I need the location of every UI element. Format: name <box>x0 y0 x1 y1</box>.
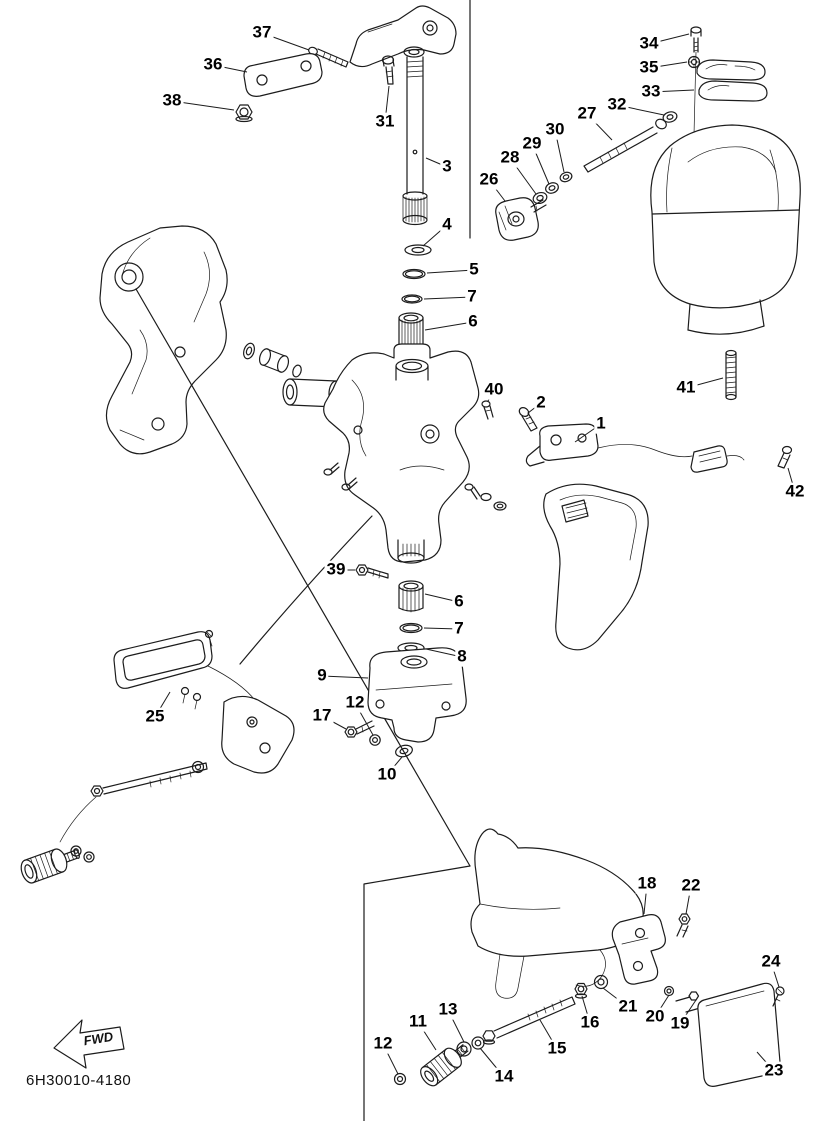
nut-16 <box>574 982 588 999</box>
lock-washer-35 <box>687 55 701 69</box>
washer-12-mid <box>369 734 381 746</box>
washer-14 <box>471 1036 485 1050</box>
front-mount-left <box>20 695 295 884</box>
stern-arm <box>543 483 649 651</box>
callout-25: 25 <box>143 706 167 727</box>
callout-35: 35 <box>637 57 661 78</box>
washer-28 <box>532 191 548 205</box>
washer-32 <box>662 111 678 123</box>
callout-41: 41 <box>674 377 698 398</box>
bolt-42 <box>777 445 793 469</box>
bolt-34 <box>690 26 702 53</box>
mount-bracket-18 <box>611 914 666 985</box>
swivel-bracket <box>282 343 507 564</box>
callout-42: 42 <box>783 481 807 502</box>
callout-7: 7 <box>465 286 479 307</box>
fwd-label: FWD <box>83 1029 115 1049</box>
oring-7-lower <box>399 622 423 634</box>
callout-13: 13 <box>436 999 460 1020</box>
bushing-6-lower <box>398 580 424 613</box>
spacer-stack <box>243 342 302 378</box>
callout-2: 2 <box>534 392 548 413</box>
joint-26 <box>495 197 547 241</box>
bolt-22 <box>676 913 691 938</box>
washer-21 <box>593 974 609 990</box>
callout-39: 39 <box>324 559 348 580</box>
washer-29 <box>545 182 559 194</box>
callout-8: 8 <box>455 646 469 667</box>
callout-15: 15 <box>545 1038 569 1059</box>
mount-housing-9 <box>367 647 467 743</box>
section-lines <box>135 288 471 1121</box>
sender-bracket-1 <box>525 423 599 467</box>
callout-29: 29 <box>520 133 544 154</box>
callout-26: 26 <box>477 169 501 190</box>
callout-37: 37 <box>250 22 274 43</box>
callout-32: 32 <box>605 94 629 115</box>
oring-7-upper <box>401 294 423 304</box>
callout-38: 38 <box>160 90 184 111</box>
callout-3: 3 <box>440 156 454 177</box>
nut-38 <box>235 104 253 123</box>
bolt-31 <box>381 55 395 85</box>
callout-22: 22 <box>679 875 703 896</box>
washer-10 <box>395 744 413 758</box>
callout-1: 1 <box>594 413 608 434</box>
gearcase <box>470 828 644 999</box>
bolt-40 <box>481 400 494 420</box>
callout-30: 30 <box>543 119 567 140</box>
callout-12: 12 <box>371 1033 395 1054</box>
callout-6: 6 <box>466 311 480 332</box>
plate-36 <box>243 53 323 97</box>
callout-6: 6 <box>452 591 466 612</box>
callout-21: 21 <box>616 996 640 1017</box>
washer-20 <box>663 985 675 997</box>
washer-12-bottom <box>393 1072 407 1086</box>
pin-41 <box>725 349 737 401</box>
callout-24: 24 <box>759 951 783 972</box>
washer-30 <box>559 171 573 183</box>
callout-18: 18 <box>635 873 659 894</box>
bolt-27 <box>583 118 667 173</box>
damper-11 <box>420 1044 469 1087</box>
callout-27: 27 <box>575 103 599 124</box>
callout-17: 17 <box>310 705 334 726</box>
callout-33: 33 <box>639 81 663 102</box>
fwd-arrow: FWD <box>53 1019 125 1069</box>
bolt-24 <box>772 986 785 1007</box>
sender-wire <box>597 444 745 473</box>
steering-shaft <box>402 56 428 226</box>
oring-5 <box>402 268 426 280</box>
callout-31: 31 <box>373 111 397 132</box>
callout-12: 12 <box>343 692 367 713</box>
steering-bracket-top <box>349 5 457 68</box>
callout-19: 19 <box>668 1013 692 1034</box>
callout-34: 34 <box>637 33 661 54</box>
diagram-code: 6H30010-4180 <box>26 1072 132 1089</box>
callout-4: 4 <box>440 214 454 235</box>
callout-7: 7 <box>452 618 466 639</box>
callout-9: 9 <box>315 665 329 686</box>
bolt-39 <box>355 564 389 579</box>
callout-11: 11 <box>407 1011 429 1032</box>
bolt-17 <box>344 720 375 738</box>
callout-16: 16 <box>578 1012 602 1033</box>
clamp-bracket <box>99 225 228 455</box>
callout-5: 5 <box>467 259 481 280</box>
callout-14: 14 <box>492 1066 516 1087</box>
bolt-15 <box>482 996 576 1045</box>
callout-36: 36 <box>201 54 225 75</box>
callout-10: 10 <box>375 764 399 785</box>
callout-20: 20 <box>643 1006 667 1027</box>
callout-28: 28 <box>498 147 522 168</box>
callout-40: 40 <box>482 379 506 400</box>
engine-cowling <box>650 51 801 335</box>
callout-23: 23 <box>762 1060 786 1081</box>
washer-4 <box>404 244 432 256</box>
bolt-2 <box>518 407 538 432</box>
clamp-33 <box>696 59 768 102</box>
